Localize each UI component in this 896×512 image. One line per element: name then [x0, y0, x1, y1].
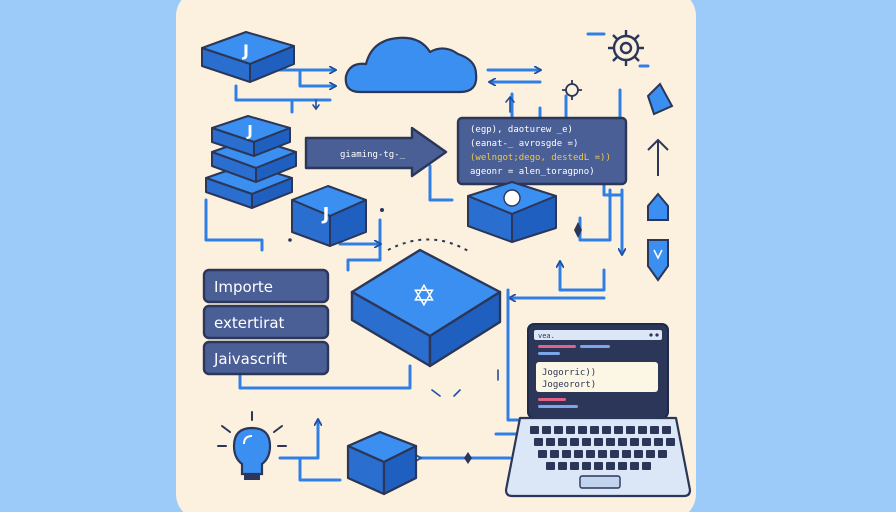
keyboard-key [598, 450, 607, 458]
keyboard-key [594, 438, 603, 446]
connectors [204, 32, 650, 482]
keyboard-key [578, 426, 587, 434]
keyboard-key [562, 450, 571, 458]
keyboard-key [602, 426, 611, 434]
arrow-banner-label: giaming-tg-_ [340, 150, 406, 160]
keyboard-key [582, 462, 591, 470]
block-glyph: J [246, 122, 253, 140]
keyboard-key [558, 462, 567, 470]
keyboard-key [638, 426, 647, 434]
keyboard-key [642, 438, 651, 446]
keyboard-key [642, 462, 651, 470]
block-glyph: J [242, 41, 249, 60]
keyboard-key [666, 438, 675, 446]
cube-bottom [346, 430, 418, 496]
laptop: vea. Jogorric)) Jogeorort) [504, 323, 692, 498]
label-text: Jaivascrift [213, 350, 287, 368]
dotted-arc [387, 238, 471, 253]
keyboard-key [646, 450, 655, 458]
keyboard-key [654, 438, 663, 446]
gem-icon [646, 82, 674, 116]
code-line: (welngot;dego, destedL =)) [470, 153, 611, 163]
keyboard-key [538, 450, 547, 458]
keyboard-key [618, 438, 627, 446]
keyboard-key [554, 426, 563, 434]
keyboard-key [658, 450, 667, 458]
browser-bar [534, 330, 662, 340]
keyboard [530, 426, 675, 470]
keyboard-key [622, 450, 631, 458]
cube-middle-left [291, 185, 367, 247]
center-cube [350, 248, 502, 368]
label-text: Importe [214, 278, 273, 296]
keyboard-key [586, 450, 595, 458]
up-arrow-icon [647, 138, 669, 176]
star-icon: ✡ [411, 279, 436, 314]
code-line: (eanat-_ avrosgde =) [470, 139, 578, 149]
keyboard-key [610, 450, 619, 458]
small-arrows [312, 95, 515, 397]
keyboard-key [662, 426, 671, 434]
dot-marker [288, 238, 292, 242]
code-line: (egp), daoturew _e) [470, 125, 573, 135]
arrow-down-block-icon [647, 239, 669, 282]
keyboard-key [566, 426, 575, 434]
code-line: ageonr = alen_toragpno) [470, 167, 595, 177]
cube-top-left [201, 31, 295, 83]
keyboard-key [570, 462, 579, 470]
keyboard-key [574, 450, 583, 458]
label-box [202, 268, 330, 304]
label-stack [202, 268, 330, 376]
keyboard-key [606, 462, 615, 470]
label-box [202, 340, 330, 376]
gear-icon-small [562, 80, 582, 100]
block-glyph: J [321, 204, 330, 225]
gear-icon [608, 30, 644, 66]
keyboard-key [570, 438, 579, 446]
diamond-marker [464, 452, 472, 464]
shield-icon [503, 189, 521, 207]
keyboard-key [614, 426, 623, 434]
browser-url: vea. [538, 332, 555, 340]
laptop-code-line: Jogeorort) [542, 380, 596, 390]
keyboard-key [594, 462, 603, 470]
keyboard-key [530, 426, 539, 434]
diamond-marker [574, 222, 582, 238]
arrow-banner [304, 126, 448, 178]
keyboard-key [550, 450, 559, 458]
trackpad [579, 475, 621, 489]
keyboard-key [558, 438, 567, 446]
keyboard-key [590, 426, 599, 434]
code-panel [456, 116, 628, 186]
keyboard-key [630, 462, 639, 470]
keyboard-key [606, 438, 615, 446]
dot-marker [380, 208, 384, 212]
keyboard-key [534, 438, 543, 446]
keyboard-key [618, 462, 627, 470]
label-text: extertirat [214, 314, 285, 332]
laptop-code-line: Jogorric)) [542, 368, 596, 378]
stack-left [205, 115, 297, 209]
keyboard-key [630, 438, 639, 446]
lightbulb-icon [217, 411, 287, 480]
keyboard-key [582, 438, 591, 446]
keyboard-key [546, 462, 555, 470]
keyboard-key [626, 426, 635, 434]
cloud-icon [344, 36, 478, 94]
keyboard-key [634, 450, 643, 458]
laptop-code-box [536, 362, 658, 392]
arrow-up-block-icon [647, 192, 669, 221]
keyboard-key [542, 426, 551, 434]
label-box [202, 304, 330, 340]
keyboard-key [546, 438, 555, 446]
keyboard-key [650, 426, 659, 434]
